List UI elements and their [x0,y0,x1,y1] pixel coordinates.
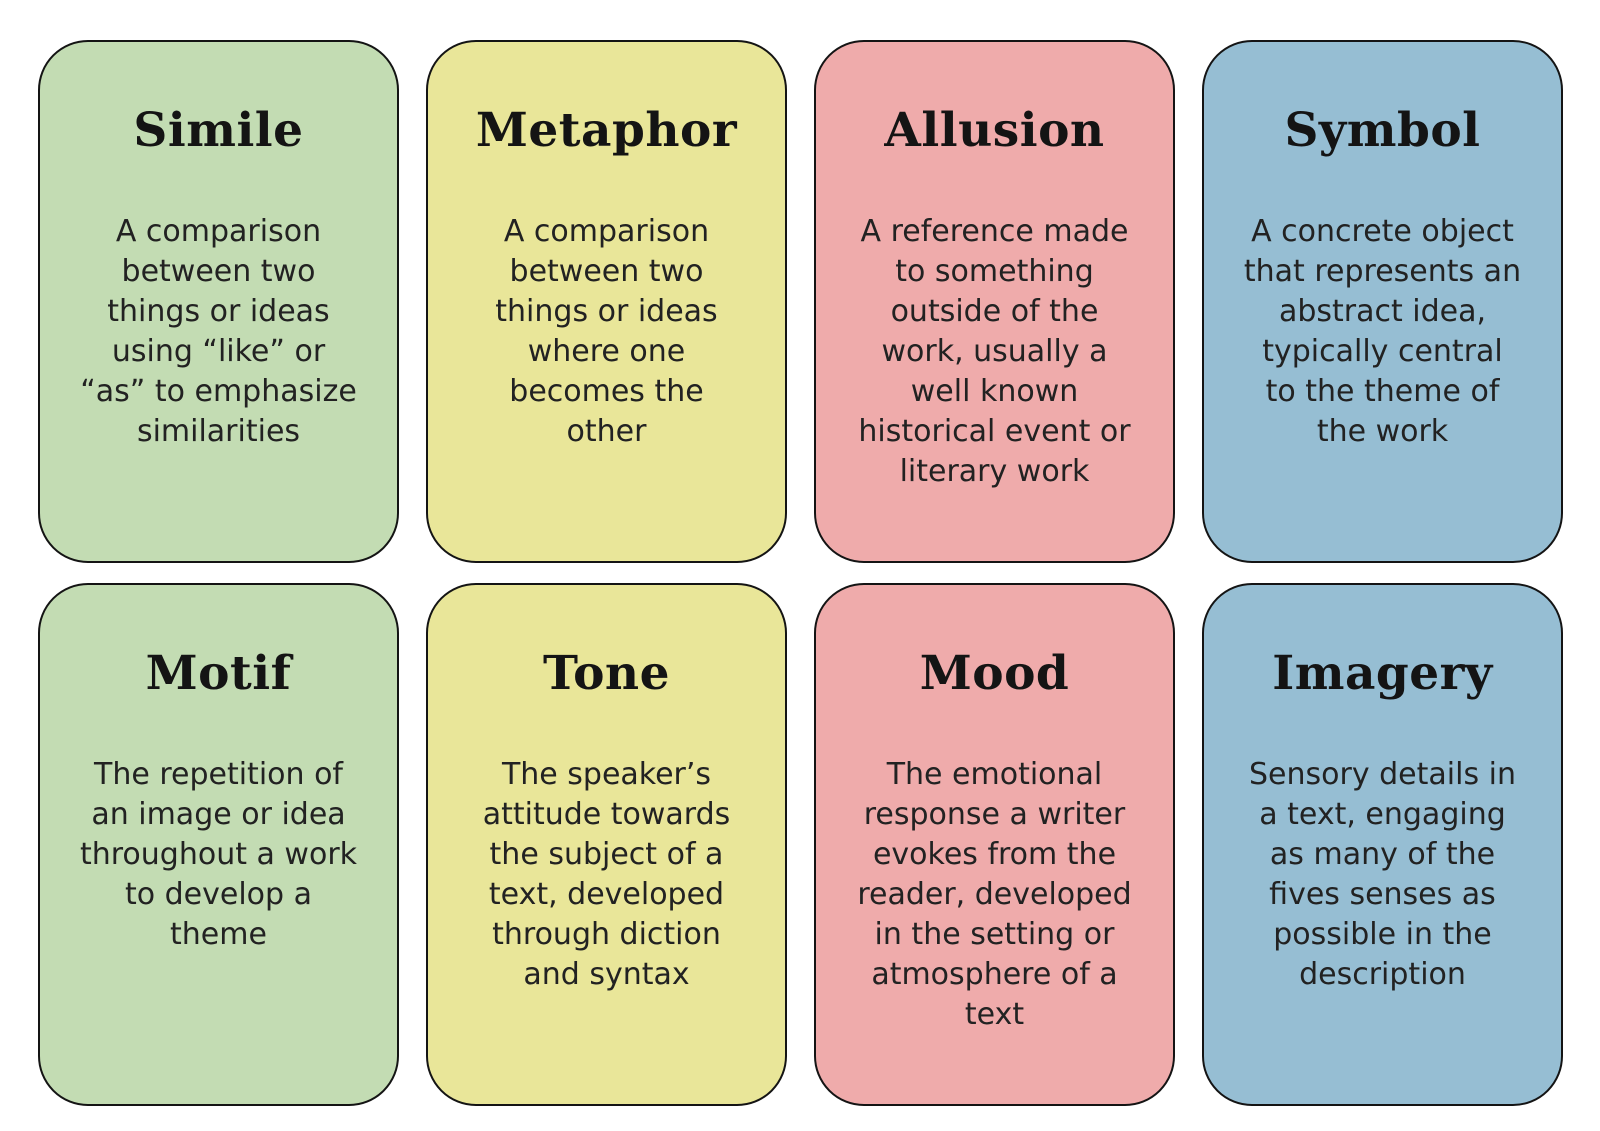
card-definition-mood: The emotional response a writer evokes f… [857,757,1132,1032]
card-metaphor: Metaphor A comparison between two things… [426,40,787,563]
card-title-mood: Mood [919,646,1070,701]
card-motif: Motif The repetition of an image or idea… [38,583,399,1106]
card-mood: Mood The emotional response a writer evo… [814,583,1175,1106]
card-title-allusion: Allusion [884,103,1105,158]
card-allusion: Allusion A reference made to something o… [814,40,1175,563]
card-definition-symbol: A concrete object that represents an abs… [1243,214,1522,449]
card-symbol: Symbol A concrete object that represents… [1202,40,1563,563]
card-title-simile: Simile [133,103,304,158]
card-definition-motif: The repetition of an image or idea throu… [79,757,358,952]
card-definition-tone: The speaker’s attitude towards the subje… [482,757,731,992]
card-simile: Simile A comparison between two things o… [38,40,399,563]
card-imagery: Imagery Sensory details in a text, engag… [1202,583,1563,1106]
card-tone: Tone The speaker’s attitude towards the … [426,583,787,1106]
card-title-motif: Motif [145,646,292,701]
card-definition-imagery: Sensory details in a text, engaging as m… [1249,757,1516,992]
card-title-symbol: Symbol [1284,103,1481,158]
card-definition-metaphor: A comparison between two things or ideas… [495,214,718,449]
card-definition-allusion: A reference made to something outside of… [858,214,1131,489]
card-title-tone: Tone [542,646,670,701]
card-definition-simile: A comparison between two things or ideas… [80,214,357,449]
card-title-metaphor: Metaphor [475,103,738,158]
card-title-imagery: Imagery [1272,646,1493,701]
